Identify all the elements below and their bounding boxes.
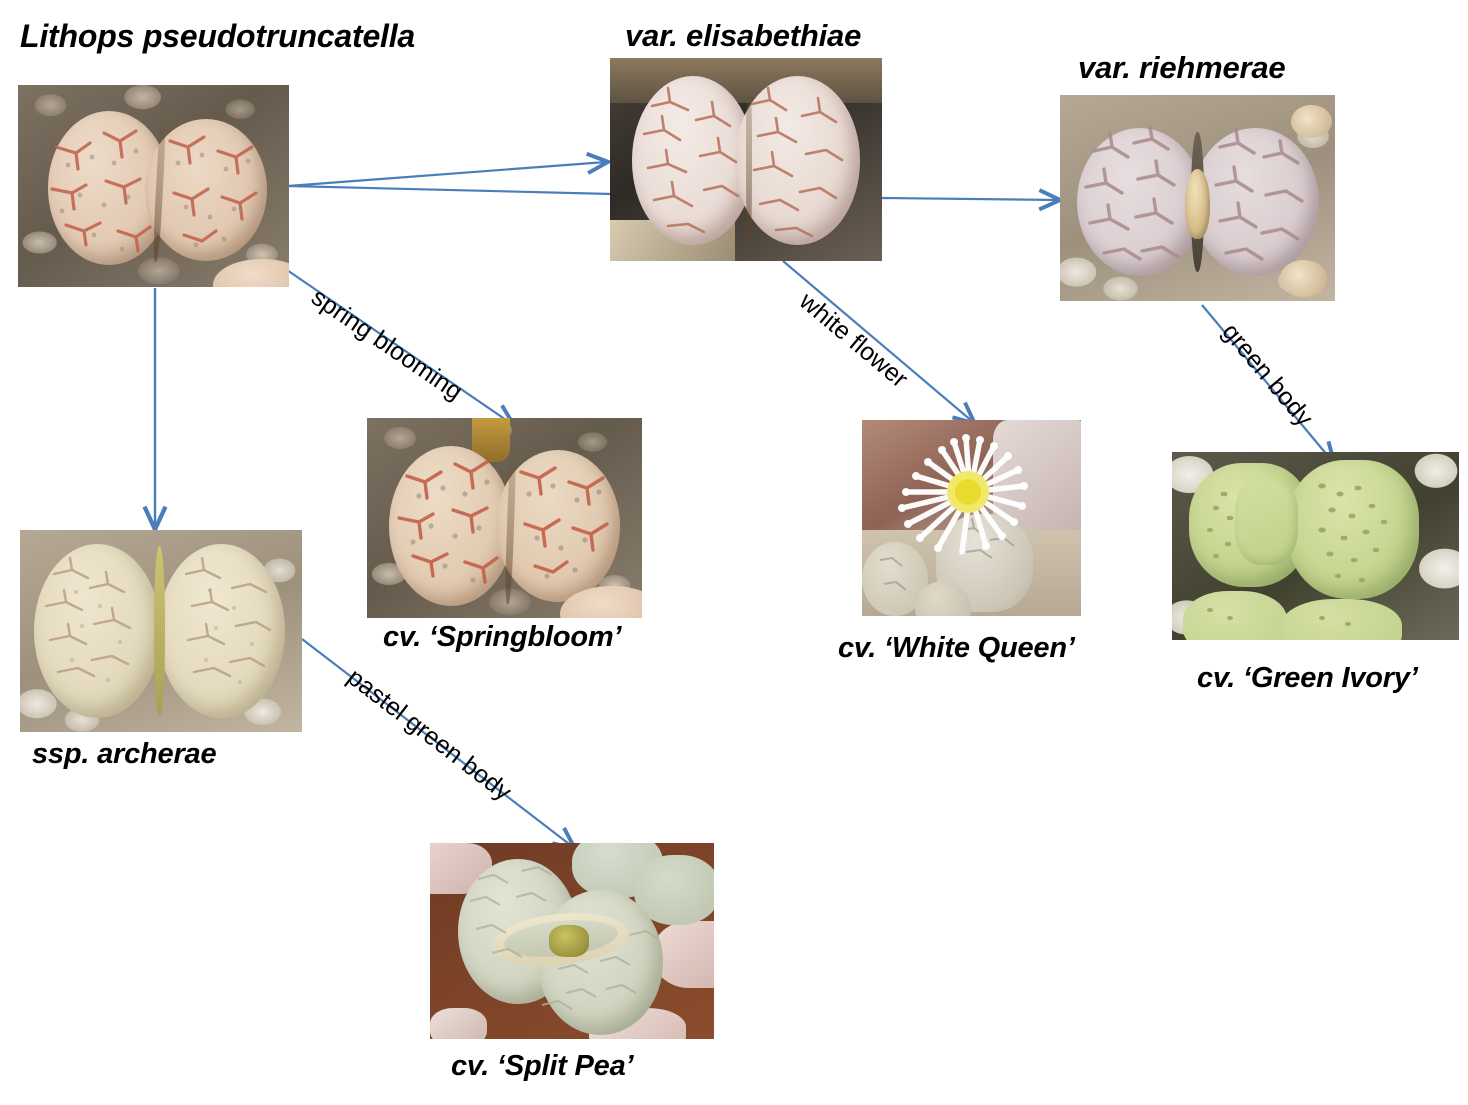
edge-label-spring-blooming: spring blooming xyxy=(306,283,468,406)
photo-archerae xyxy=(20,530,302,732)
node-label-archerae: ssp. archerae xyxy=(32,738,217,770)
photo-split-pea xyxy=(430,843,714,1039)
node-label-springbloom: cv. ‘Springbloom’ xyxy=(383,621,622,653)
edge-elisabethiae-riehmerae xyxy=(881,198,1058,200)
photo-springbloom xyxy=(367,418,642,618)
edge-pseudo-riehmerae xyxy=(287,184,613,196)
photo-riehmerae xyxy=(1060,95,1335,301)
node-label-elisabethiae: var. elisabethiae xyxy=(625,18,862,53)
node-label-green-ivory: cv. ‘Green Ivory’ xyxy=(1197,662,1418,694)
edge-label-green-body: green body xyxy=(1216,318,1319,432)
photo-green-ivory xyxy=(1172,452,1459,640)
node-label-white-queen: cv. ‘White Queen’ xyxy=(838,632,1075,664)
node-label-pseudotruncatella: Lithops pseudotruncatella xyxy=(20,18,416,54)
node-label-riehmerae: var. riehmerae xyxy=(1078,50,1286,85)
node-label-split-pea: cv. ‘Split Pea’ xyxy=(451,1050,634,1082)
photo-pseudotruncatella xyxy=(18,85,289,287)
edge-pseudo-elisabethiae xyxy=(287,162,606,188)
edge-label-white-flower: white flower xyxy=(794,287,914,394)
photo-white-queen xyxy=(862,420,1081,616)
photo-elisabethiae xyxy=(610,58,882,261)
edge-label-pastel-green-body: pastel green body xyxy=(341,663,517,807)
